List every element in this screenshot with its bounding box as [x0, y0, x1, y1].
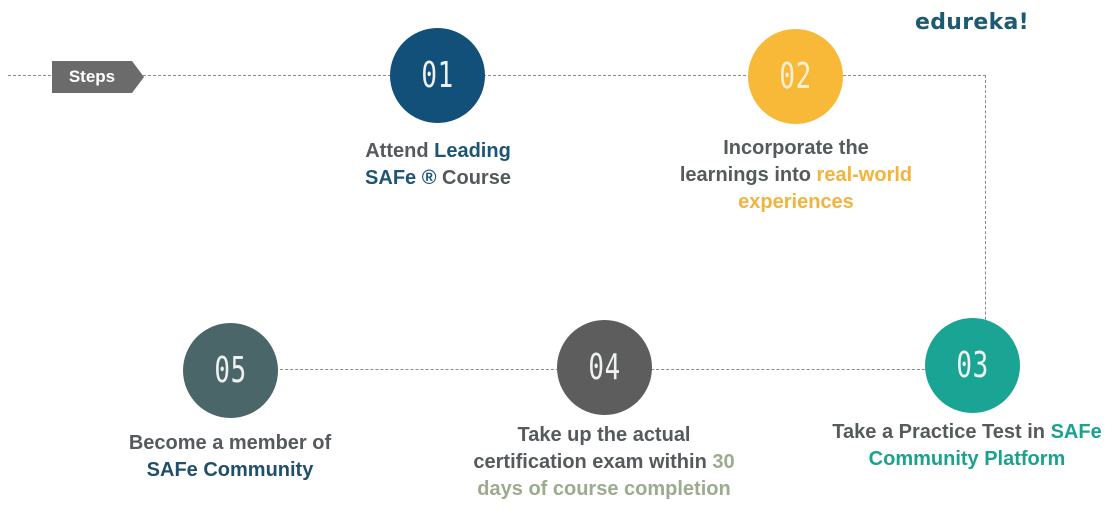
step-03-highlight-line: Community Platform: [868, 448, 1066, 470]
step-01-highlight-safe: SAFe ®: [365, 167, 443, 189]
step-01-text-course: Course: [442, 167, 511, 189]
step-03-label: Take a Practice Test in SAFe Community P…: [820, 419, 1114, 473]
step-03-text: Take a Practice Test in: [832, 421, 1051, 443]
step-04-number: 04: [588, 347, 621, 388]
step-02-text: learnings into: [679, 164, 817, 186]
connector-right: [985, 75, 986, 365]
step-01-number: 01: [421, 55, 454, 96]
step-04-line-1: Take up the actual: [517, 424, 691, 446]
steps-tag: Steps: [52, 61, 144, 93]
step-03-highlight: SAFe: [1050, 421, 1102, 443]
step-05-label: Become a member of SAFe Community: [110, 430, 350, 484]
step-02-highlight: real-world: [816, 164, 913, 186]
step-03-number: 03: [956, 345, 989, 386]
step-01-circle: 01: [390, 28, 485, 123]
step-02-number: 02: [779, 56, 812, 97]
step-04-highlight: 30: [712, 451, 735, 473]
step-02-circle: 02: [748, 29, 843, 124]
step-01-highlight: Leading: [434, 140, 511, 162]
step-04-text: certification exam within: [473, 451, 713, 473]
edureka-logo: edureka!: [915, 10, 1030, 35]
step-05-highlight-line: SAFe Community: [146, 459, 314, 481]
step-02-line-1: Incorporate the: [723, 137, 869, 159]
step-02-highlight-line: experiences: [738, 191, 854, 213]
step-01-text: Attend: [365, 140, 435, 162]
step-03-circle: 03: [925, 318, 1020, 413]
steps-tag-label: Steps: [68, 67, 116, 86]
step-04-circle: 04: [557, 320, 652, 415]
step-04-highlight-line: days of course completion: [477, 478, 731, 500]
step-01-label: Attend Leading SAFe ® Course: [338, 138, 538, 192]
step-05-number: 05: [214, 350, 247, 391]
step-04-label: Take up the actual certification exam wi…: [448, 422, 760, 503]
step-05-line-1: Become a member of: [128, 432, 332, 454]
step-05-circle: 05: [183, 323, 278, 418]
connector-top: [8, 75, 986, 76]
step-02-label: Incorporate the learnings into real-worl…: [660, 135, 932, 216]
steps-tag-arrow-shape: [52, 61, 144, 93]
